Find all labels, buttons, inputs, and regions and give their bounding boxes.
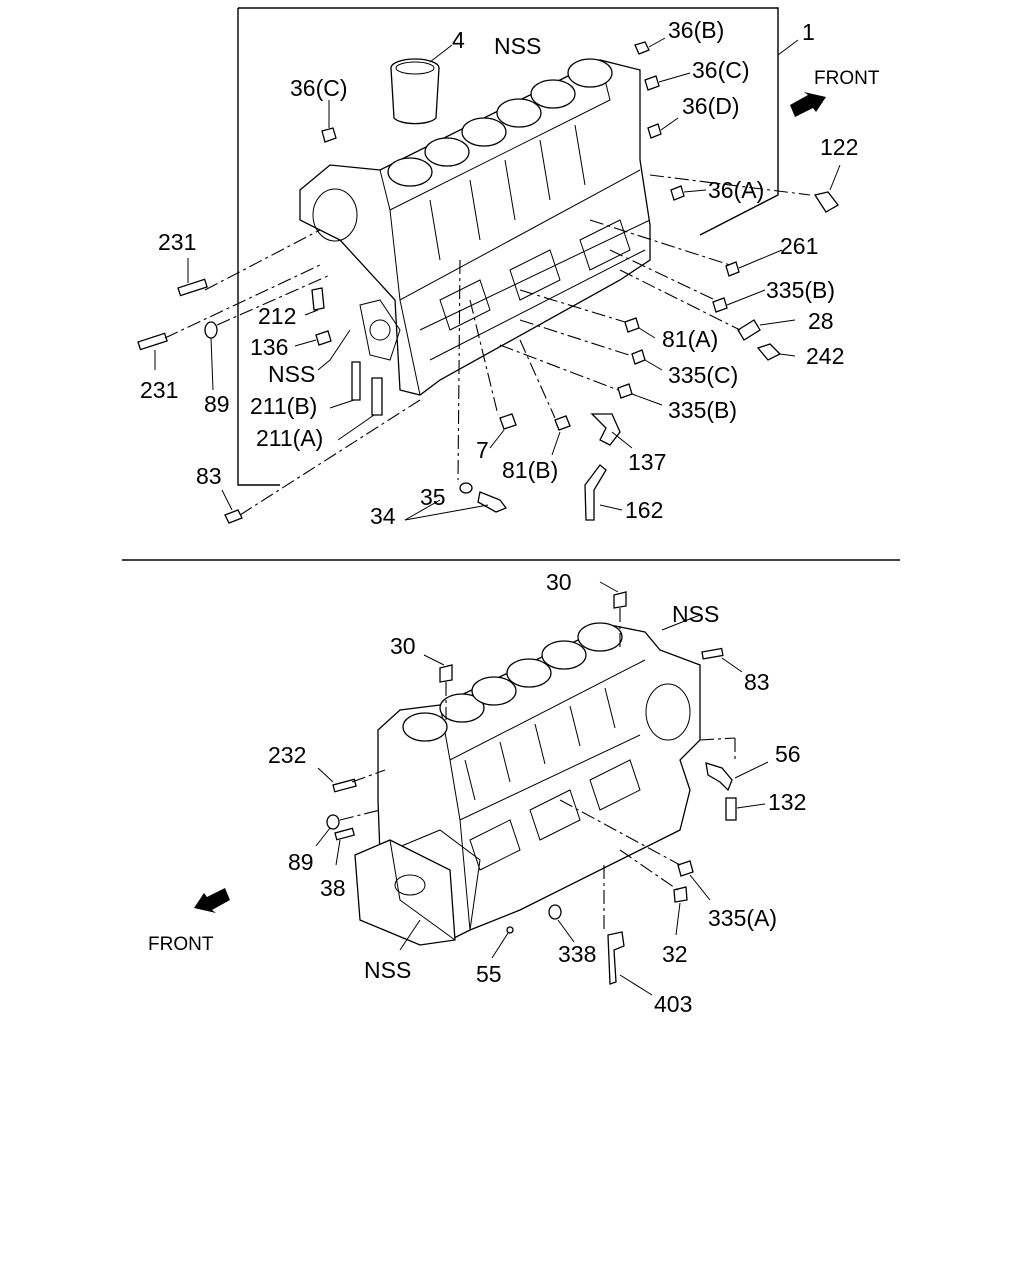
bottom-diagram: 30 NSS 30 83 232 56 132 89 38 FRONT 335(…	[148, 569, 806, 1017]
label-nss-top: NSS	[494, 33, 541, 59]
label-162: 162	[625, 497, 663, 523]
label-30-top: 30	[546, 569, 572, 595]
label-122: 122	[820, 134, 858, 160]
studs-231	[137, 229, 321, 370]
label-1: 1	[802, 19, 815, 45]
label-89-bottom: 89	[288, 849, 314, 875]
parts-89-38	[315, 809, 381, 866]
label-38: 38	[320, 875, 346, 901]
label-36b: 36(B)	[668, 17, 724, 43]
label-83-top: 83	[196, 463, 222, 489]
label-335a: 335(A)	[708, 905, 777, 931]
label-36c-left: 36(C)	[290, 75, 348, 101]
label-nss-bottom: NSS	[364, 957, 411, 983]
label-211a: 211(A)	[256, 425, 323, 451]
label-30-left: 30	[390, 633, 416, 659]
plugs-36	[321, 37, 707, 201]
lower-parts	[221, 259, 633, 524]
label-35: 35	[420, 484, 446, 510]
label-242: 242	[806, 343, 844, 369]
label-36c-right: 36(C)	[692, 57, 750, 83]
label-137: 137	[628, 449, 666, 475]
stud-232	[317, 767, 386, 793]
leader-1	[777, 39, 799, 56]
label-132: 132	[768, 789, 806, 815]
label-403: 403	[654, 991, 692, 1017]
label-231-bottom: 231	[140, 377, 178, 403]
label-55: 55	[476, 961, 502, 987]
label-nss-right: NSS	[672, 601, 719, 627]
lower-parts-bottom	[399, 799, 711, 996]
label-335b-top: 335(B)	[766, 277, 835, 303]
cylinder-block-bottom	[354, 622, 701, 946]
plugs-30	[423, 581, 627, 720]
frame-right-edge	[238, 7, 779, 236]
label-81a: 81(A)	[662, 326, 718, 352]
label-36d: 36(D)	[682, 93, 740, 119]
label-7: 7	[476, 437, 489, 463]
cylinder-liner	[390, 44, 453, 125]
label-335c: 335(C)	[668, 362, 738, 388]
label-136: 136	[250, 334, 288, 360]
label-4: 4	[452, 27, 465, 53]
label-211b: 211(B)	[250, 393, 317, 419]
label-89-top: 89	[204, 391, 230, 417]
label-212: 212	[258, 303, 296, 329]
label-231-top: 231	[158, 229, 196, 255]
label-front-bottom: FRONT	[148, 934, 214, 955]
front-arrow-top	[790, 92, 826, 117]
pin-83-bottom	[661, 614, 743, 673]
label-83-bottom: 83	[744, 669, 770, 695]
frame-left-edge	[237, 8, 280, 486]
label-338: 338	[558, 941, 596, 967]
label-nss-left: NSS	[268, 361, 315, 387]
label-34: 34	[370, 503, 396, 529]
label-36a: 36(A)	[708, 177, 764, 203]
bolt-122	[813, 164, 841, 213]
top-diagram: 1 4 NSS 36(B) 36(C) 36(D) 36(A) 36(C) FR…	[137, 7, 880, 529]
label-front-top: FRONT	[814, 68, 880, 89]
bottom-labels: 30 NSS 30 83 232 56 132 89 38 FRONT 335(…	[148, 569, 806, 1017]
front-arrow-bottom	[194, 888, 230, 913]
bracket-56-bolt-132	[699, 737, 769, 821]
label-56: 56	[775, 741, 801, 767]
label-28: 28	[808, 308, 834, 334]
label-232: 232	[268, 742, 306, 768]
label-261: 261	[780, 233, 818, 259]
top-labels: 1 4 NSS 36(B) 36(C) 36(D) 36(A) 36(C) FR…	[140, 17, 880, 529]
label-32: 32	[662, 941, 688, 967]
left-small-parts	[204, 274, 383, 441]
right-small-parts	[499, 174, 811, 406]
label-335b-bottom: 335(B)	[668, 397, 737, 423]
label-81b: 81(B)	[502, 457, 558, 483]
cylinder-block-top	[299, 58, 651, 396]
